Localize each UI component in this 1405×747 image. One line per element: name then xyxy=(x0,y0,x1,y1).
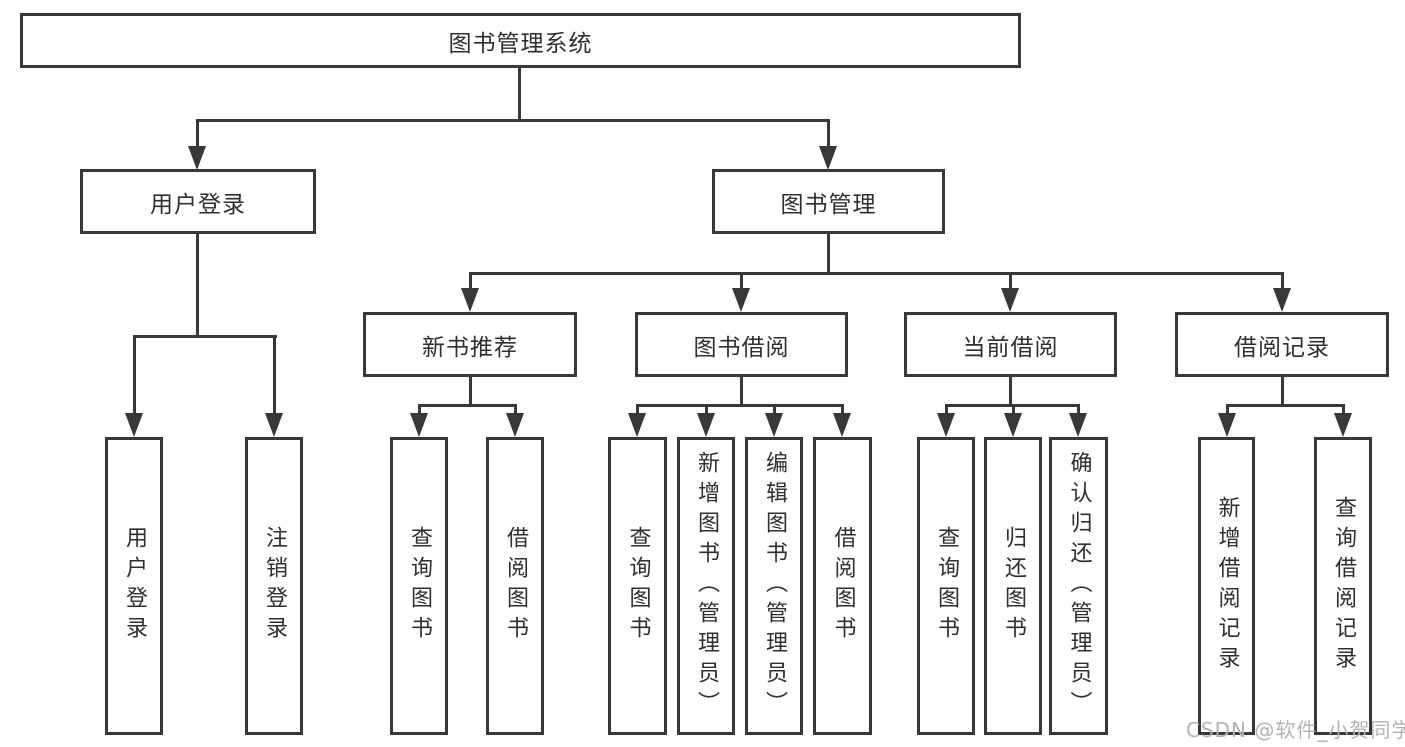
arrowhead-down-icon xyxy=(732,288,750,312)
leaf-query-book-borrow: 查询图书 xyxy=(608,437,667,735)
leaf-add-book-admin: 新增图书（管理员） xyxy=(677,437,735,735)
connector-line xyxy=(740,377,743,407)
leaf-add-borrow-record: 新增借阅记录 xyxy=(1198,437,1255,735)
leaf-label: 用户登录 xyxy=(122,526,147,646)
leaf-query-borrow-record: 查询借阅记录 xyxy=(1314,437,1372,735)
arrowhead-down-icon xyxy=(188,146,206,170)
connector-line xyxy=(273,335,276,415)
connector-line xyxy=(636,404,843,407)
arrowhead-down-icon xyxy=(265,413,283,437)
arrowhead-down-icon xyxy=(1218,413,1236,437)
leaf-query-book-recommend: 查询图书 xyxy=(390,437,448,735)
node-user-login: 用户登录 xyxy=(80,169,316,234)
arrowhead-down-icon xyxy=(833,413,851,437)
node-current-borrow: 当前借阅 xyxy=(904,312,1117,377)
connector-line xyxy=(133,335,277,338)
connector-line xyxy=(1281,272,1284,292)
arrowhead-down-icon xyxy=(1001,288,1019,312)
arrowhead-down-icon xyxy=(1004,413,1022,437)
connector-line xyxy=(418,404,421,416)
arrowhead-down-icon xyxy=(125,413,143,437)
connector-line xyxy=(827,234,830,275)
csdn-watermark: CSDN @软件_小贺同学 xyxy=(1186,718,1405,742)
connector-line xyxy=(827,119,830,150)
leaf-query-book-current: 查询图书 xyxy=(917,437,975,735)
arrowhead-down-icon xyxy=(765,413,783,437)
connector-line xyxy=(773,404,776,416)
connector-line xyxy=(469,272,472,292)
connector-line xyxy=(1281,377,1284,407)
connector-line xyxy=(133,335,136,415)
connector-line xyxy=(196,119,199,150)
connector-line xyxy=(1077,404,1080,416)
connector-line xyxy=(1342,404,1345,416)
arrowhead-down-icon xyxy=(410,413,428,437)
node-label: 新书推荐 xyxy=(422,334,518,361)
node-label: 当前借阅 xyxy=(962,334,1059,361)
connector-line xyxy=(418,404,516,407)
arrowhead-down-icon xyxy=(819,146,837,170)
connector-line xyxy=(945,404,948,416)
leaf-label: 查询图书 xyxy=(625,526,651,646)
leaf-label: 归还图书 xyxy=(1001,526,1026,646)
leaf-edit-book-admin: 编辑图书（管理员） xyxy=(745,437,803,735)
connector-line xyxy=(1226,404,1229,416)
leaf-label: 新增图书（管理员） xyxy=(694,451,719,721)
arrowhead-down-icon xyxy=(697,413,715,437)
arrowhead-down-icon xyxy=(506,413,524,437)
connector-line xyxy=(740,272,743,292)
arrowhead-down-icon xyxy=(1334,413,1352,437)
leaf-logout: 注销登录 xyxy=(245,437,303,735)
node-borrow-records: 借阅记录 xyxy=(1175,312,1389,377)
leaf-label: 借阅图书 xyxy=(830,526,856,646)
arrowhead-down-icon xyxy=(461,288,479,312)
node-label: 图书管理 xyxy=(780,191,877,218)
connector-line xyxy=(1009,377,1012,407)
connector-line xyxy=(196,234,199,338)
node-book-borrow: 图书借阅 xyxy=(635,312,848,377)
leaf-label: 查询图书 xyxy=(407,526,432,646)
arrowhead-down-icon xyxy=(1069,413,1087,437)
leaf-label: 确认归还（管理员） xyxy=(1066,451,1092,721)
connector-line xyxy=(514,404,517,416)
leaf-label: 查询借阅记录 xyxy=(1331,496,1356,676)
arrowhead-down-icon xyxy=(1273,288,1291,312)
connector-line xyxy=(1009,272,1012,292)
leaf-label: 注销登录 xyxy=(262,526,287,646)
connector-line xyxy=(196,119,830,122)
connector-line xyxy=(636,404,639,416)
leaf-label: 查询图书 xyxy=(934,526,959,646)
connector-line xyxy=(705,404,708,416)
node-new-book-recommend: 新书推荐 xyxy=(363,312,577,377)
node-book-management: 图书管理 xyxy=(712,169,945,234)
leaf-confirm-return-admin: 确认归还（管理员） xyxy=(1049,437,1108,735)
connector-line xyxy=(1226,404,1344,407)
node-label: 用户登录 xyxy=(150,191,246,218)
leaf-borrow-book: 借阅图书 xyxy=(813,437,872,735)
leaf-label: 借阅图书 xyxy=(503,526,528,646)
node-label: 借阅记录 xyxy=(1234,334,1330,361)
leaf-label: 新增借阅记录 xyxy=(1214,496,1240,676)
connector-line xyxy=(469,272,1284,275)
node-label: 图书借阅 xyxy=(693,334,790,361)
connector-line xyxy=(469,377,472,407)
leaf-borrow-book-recommend: 借阅图书 xyxy=(486,437,544,735)
arrowhead-down-icon xyxy=(628,413,646,437)
node-library-management-system: 图书管理系统 xyxy=(20,13,1021,68)
node-label: 图书管理系统 xyxy=(448,30,593,57)
leaf-user-login: 用户登录 xyxy=(105,437,163,735)
connector-line xyxy=(518,68,521,119)
arrowhead-down-icon xyxy=(937,413,955,437)
connector-line xyxy=(1012,404,1015,416)
leaf-label: 编辑图书（管理员） xyxy=(762,451,787,721)
leaf-return-book: 归还图书 xyxy=(984,437,1042,735)
connector-line xyxy=(841,404,844,416)
